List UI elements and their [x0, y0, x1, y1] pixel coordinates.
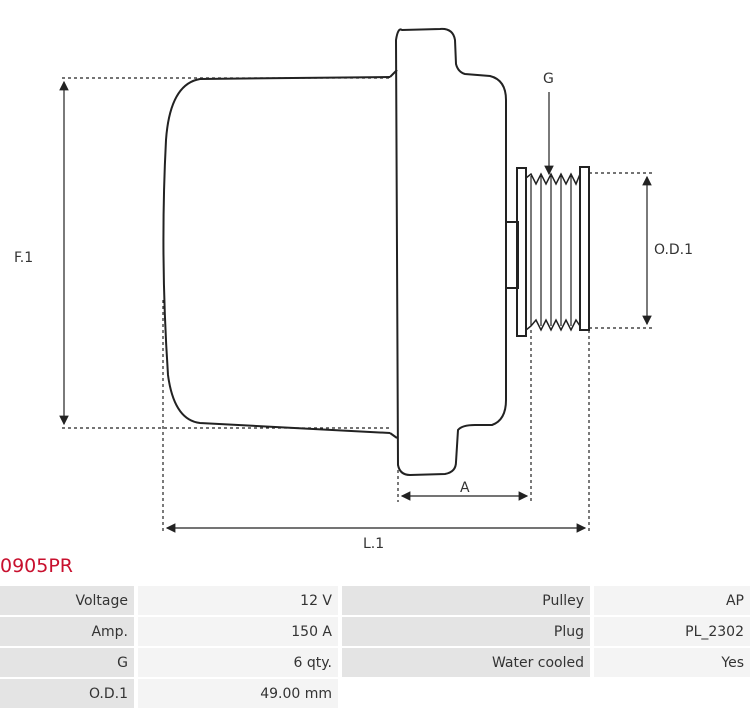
spec-value: 12 V	[138, 586, 338, 615]
spec-value: PL_2302	[594, 617, 750, 646]
spec-label: Plug	[342, 617, 590, 646]
table-row: G 6 qty. Water cooled Yes	[0, 648, 750, 677]
spec-label: G	[0, 648, 134, 677]
spec-value: Yes	[594, 648, 750, 677]
spec-value: AP	[594, 586, 750, 615]
dim-od1-label: O.D.1	[654, 242, 693, 258]
dim-l1-label: L.1	[363, 536, 384, 552]
spec-label: Water cooled	[342, 648, 590, 677]
spec-label: Voltage	[0, 586, 134, 615]
spec-label: Pulley	[342, 586, 590, 615]
alternator-body	[162, 76, 391, 434]
spec-label: Amp.	[0, 617, 134, 646]
dim-g-label: G	[543, 71, 554, 87]
spec-value: 150 A	[138, 617, 338, 646]
spec-label: O.D.1	[0, 679, 134, 708]
pulley-hub	[516, 167, 527, 337]
pulley-grooves	[525, 172, 581, 186]
pulley-grooves-bottom	[525, 318, 581, 332]
table-row: O.D.1 49.00 mm	[0, 679, 750, 708]
dim-f1-label: F.1	[14, 250, 33, 266]
spec-value-empty	[594, 679, 750, 708]
table-row: Amp. 150 A Plug PL_2302	[0, 617, 750, 646]
spec-value: 6 qty.	[138, 648, 338, 677]
alternator-flange	[394, 27, 507, 477]
spec-label-empty	[342, 679, 590, 708]
part-number-title: 0905PR	[0, 555, 74, 577]
spec-table: Voltage 12 V Pulley AP Amp. 150 A Plug P…	[0, 584, 750, 710]
pulley-back	[579, 166, 590, 331]
spec-value: 49.00 mm	[138, 679, 338, 708]
dim-a-label: A	[460, 480, 470, 496]
alternator-diagram: F.1 O.D.1 G A L.1	[14, 27, 693, 552]
table-row: Voltage 12 V Pulley AP	[0, 586, 750, 615]
